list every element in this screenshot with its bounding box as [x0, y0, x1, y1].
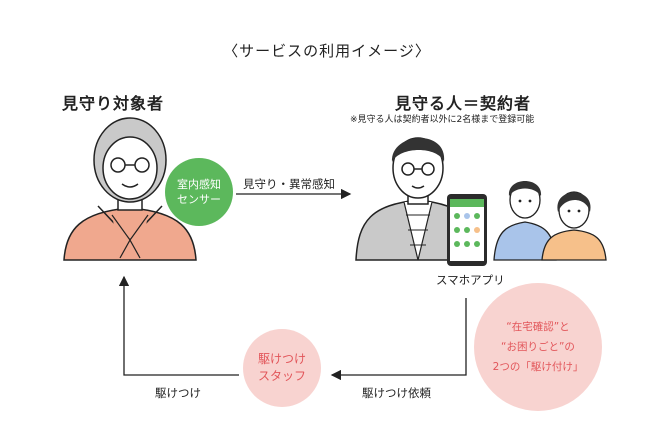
bubble-line1: “在宅確認”と	[506, 321, 570, 333]
staff-label-line1: 駆けつけ	[257, 352, 306, 366]
staff-badge: 駆けつけ スタッフ	[243, 329, 321, 407]
bubble-line2: “お困りごと”の	[501, 341, 575, 353]
bubble-line3: 2つの「駆け付け」	[492, 361, 584, 373]
request-arrow	[330, 298, 467, 381]
elderly-person-illustration	[63, 117, 197, 261]
sensor-label-line1: 室内感知	[177, 178, 221, 191]
app-label: スマホアプリ	[436, 273, 505, 287]
left-heading: 見守り対象者	[62, 94, 165, 113]
registration-note: ※見守る人は契約者以外に2名様まで登録可能	[350, 115, 535, 125]
right-heading: 見守る人＝契約者	[395, 94, 532, 113]
rush-arrow-label: 駆けつけ	[155, 386, 201, 400]
staff-label-line2: スタッフ	[257, 369, 306, 383]
rush-arrow	[118, 275, 239, 376]
smartphone-icon	[447, 194, 487, 266]
request-arrow-label: 駆けつけ依頼	[362, 386, 431, 400]
family-member-illustration	[541, 191, 607, 261]
family-member-illustration	[493, 181, 557, 261]
page-title: 〈サービスの利用イメージ〉	[223, 42, 431, 60]
info-bubble: “在宅確認”と “お困りごと”の 2つの「駆け付け」	[474, 283, 602, 411]
sensor-badge: 室内感知 センサー	[165, 158, 233, 226]
sensor-label-line2: センサー	[177, 193, 221, 206]
watch-arrow-label: 見守り・異常感知	[243, 177, 335, 191]
